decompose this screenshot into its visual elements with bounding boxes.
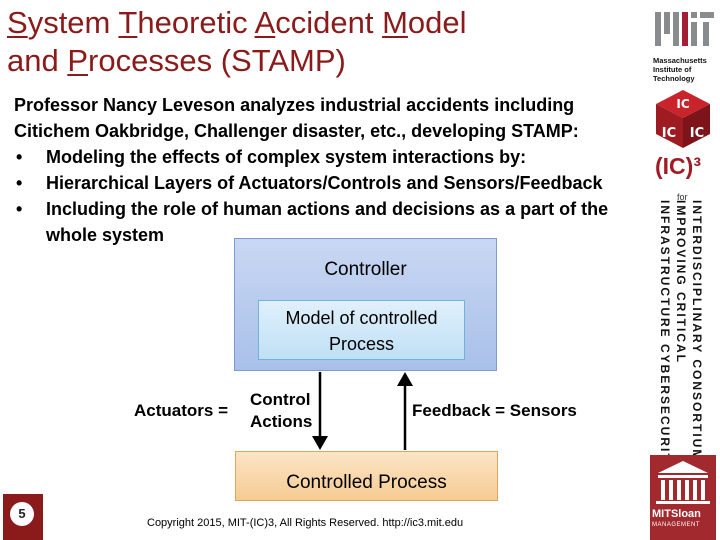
mit-wordmark: Massachusetts Institute of Technology	[653, 56, 707, 83]
controlled-process-label: Controlled Process	[286, 472, 447, 493]
feedback-arrowhead	[397, 372, 413, 386]
mit-line-1: Massachusetts	[653, 56, 707, 65]
sloan-subtitle: MANAGEMENT	[652, 522, 701, 528]
mit-line-3: Technology	[653, 74, 695, 83]
title-initial: T	[118, 5, 138, 40]
ic3-wordmark: (IC)³	[655, 153, 701, 179]
model-label-line-2: Process	[328, 334, 395, 354]
ic3-cube-icon: IC IC IC	[656, 90, 710, 148]
slide-body: Professor Nancy Leveson analyzes industr…	[14, 92, 644, 248]
title-fragment: odel	[407, 5, 467, 40]
sloan-building-icon	[656, 461, 710, 504]
bullet-dot: •	[16, 147, 23, 167]
consortium-name-line-3: INFRASTRUCTURE CYBERSECURITY	[658, 200, 672, 473]
mit-line-2: Institute of	[653, 65, 692, 74]
bullet-text: Hierarchical Layers of Actuators/Control…	[46, 173, 603, 193]
svg-text:IC: IC	[690, 126, 704, 141]
bullet-dot: •	[16, 173, 23, 193]
title-fragment: ystem	[27, 5, 119, 40]
svg-text:IC: IC	[676, 97, 689, 111]
feedback-label: Feedback = Sensors	[412, 401, 577, 420]
title-fragment: rocesses (STAMP)	[88, 43, 346, 78]
title-fragment: ccident	[275, 5, 383, 40]
control-actions-label: Control Actions	[250, 389, 312, 433]
bullet-item-3: • Including the role of human actions an…	[14, 196, 644, 222]
title-fragment: heoretic	[137, 5, 255, 40]
control-label-line-1: Control	[250, 390, 311, 409]
bullet-continuation: whole system	[14, 222, 644, 248]
bullet-text: Including the role of human actions and …	[46, 199, 609, 219]
mit-sloan-logo	[650, 455, 716, 540]
consortium-name-line-1: INTERDISCIPLINARY CONSORTIUM	[690, 200, 704, 462]
title-line-2: and Processes (STAMP)	[7, 42, 627, 80]
title-line-1: System Theoretic Accident Model	[7, 4, 627, 42]
mit-logo-icon	[655, 12, 714, 46]
title-initial: A	[254, 5, 276, 40]
consortium-name-line-2: IMPROVING CRITICAL	[674, 200, 688, 364]
model-label-line-1: Model of controlled	[285, 308, 438, 328]
for-label: for	[677, 192, 688, 202]
title-initial: S	[7, 5, 28, 40]
intro-line-1: Professor Nancy Leveson analyzes industr…	[14, 95, 575, 115]
slide-title: System Theoretic Accident Model and Proc…	[7, 4, 627, 80]
bullet-dot: •	[16, 199, 23, 219]
copyright-text: Copyright 2015, MIT-(IC)3, All Rights Re…	[147, 517, 464, 529]
title-initial: M	[382, 5, 408, 40]
control-arrowhead	[312, 436, 328, 450]
bullet-item-2: • Hierarchical Layers of Actuators/Contr…	[14, 170, 644, 196]
actuators-label: Actuators =	[134, 401, 228, 420]
title-fragment: and	[7, 43, 68, 78]
bullet-item-1: • Modeling the effects of complex system…	[14, 144, 644, 170]
bullet-continuation-text: whole system	[46, 225, 165, 245]
controlled-process-box: Controlled Process	[235, 451, 498, 501]
control-label-line-2: Actions	[250, 412, 313, 431]
controller-label: Controller	[324, 259, 407, 280]
model-box: Model of controlled Process	[258, 300, 465, 360]
sloan-wordmark: MITSloan	[652, 508, 701, 520]
title-initial: P	[67, 43, 89, 78]
intro-line-2: Citichem Oakbridge, Challenger disaster,…	[14, 121, 579, 141]
page-number: 5	[10, 502, 34, 526]
svg-text:IC: IC	[662, 126, 676, 141]
bullet-text: Modeling the effects of complex system i…	[46, 147, 527, 167]
